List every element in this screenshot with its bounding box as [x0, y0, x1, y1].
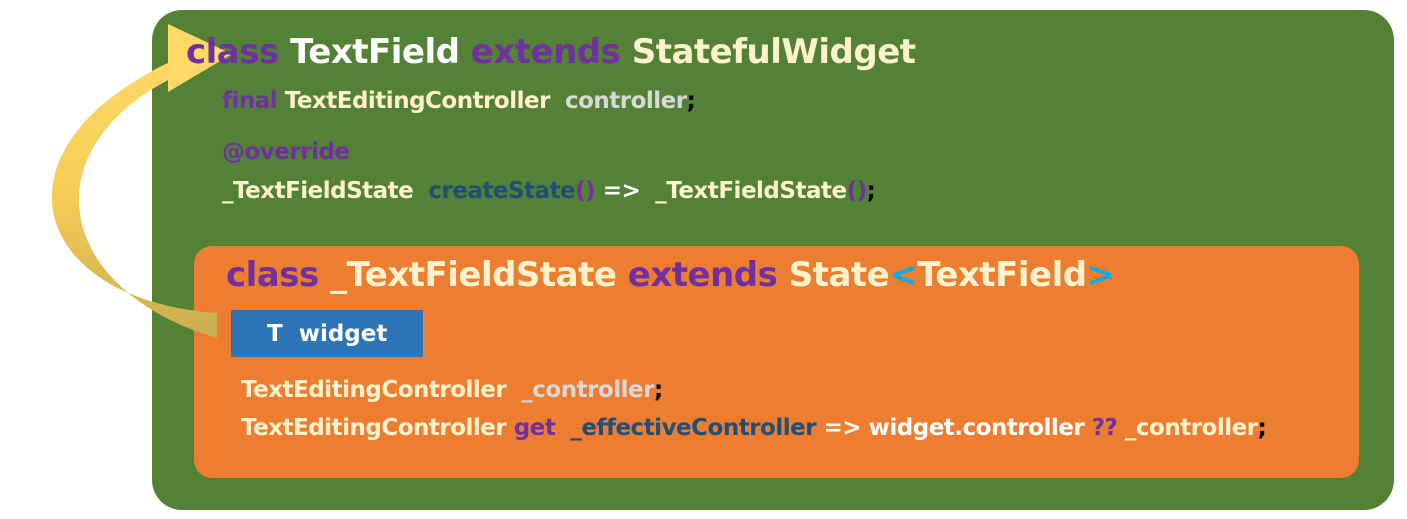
semicolon: ; — [1257, 415, 1267, 441]
field-name: controller — [564, 88, 687, 114]
return-type: _TextFieldState — [222, 178, 414, 204]
create-state-method: _TextFieldState createState() => _TextFi… — [222, 178, 876, 204]
textfieldstate-class-box — [194, 246, 1359, 478]
controller-field: TextEditingController _controller; — [241, 377, 663, 403]
field-name: _controller — [521, 377, 654, 403]
semicolon: ; — [866, 178, 876, 204]
keyword-class: class — [186, 32, 279, 72]
effective-controller-getter: TextEditingController get _effectiveCont… — [241, 415, 1267, 441]
keyword-final: final — [222, 88, 278, 114]
outer-class-declaration: class TextField extends StatefulWidget — [186, 32, 916, 72]
annotation: @override — [222, 139, 350, 165]
inner-class-declaration: class _TextFieldState extends State<Text… — [226, 255, 1115, 295]
getter-name: _effectiveController — [570, 415, 817, 441]
field-type: TextEditingController — [241, 377, 507, 403]
field-declaration: final TextEditingController controller; — [222, 88, 696, 114]
class-name: _TextFieldState — [330, 255, 617, 295]
parent-class: State — [788, 255, 890, 295]
fallback-field: _controller — [1124, 415, 1258, 441]
generic-close: > — [1086, 255, 1116, 295]
semicolon: ; — [653, 377, 663, 403]
widget-badge: T widget — [231, 310, 423, 357]
getter-type: TextEditingController — [241, 415, 507, 441]
arrow-operator: => — [602, 178, 641, 204]
keyword-extends: extends — [627, 255, 778, 295]
method-parens: () — [575, 178, 596, 204]
generic-type: TextField — [917, 255, 1087, 295]
override-annotation: @override — [222, 139, 350, 165]
class-name: TextField — [290, 32, 460, 72]
method-name: createState — [428, 178, 576, 204]
semicolon: ; — [686, 88, 696, 114]
getter-expression: => widget.controller — [823, 415, 1085, 441]
arrow-head — [168, 24, 232, 92]
null-coalesce-operator: ?? — [1091, 415, 1118, 441]
keyword-class: class — [226, 255, 319, 295]
field-type: TextEditingController — [284, 88, 551, 114]
keyword-get: get — [513, 415, 556, 441]
arrow-body — [51, 62, 217, 338]
constructor-parens: () — [846, 178, 868, 204]
constructor-name: _TextFieldState — [655, 178, 847, 204]
generic-open: < — [889, 255, 918, 295]
badge-label: T widget — [267, 320, 388, 347]
keyword-extends: extends — [470, 32, 621, 72]
parent-class: StatefulWidget — [631, 32, 916, 72]
